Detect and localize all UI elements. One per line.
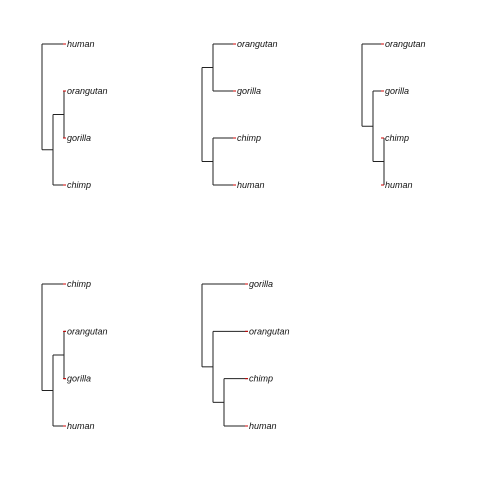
tree-panel: orangutan gorilla human chimp [41,279,108,431]
tip-label: chimp [67,279,91,289]
tip-label: gorilla [237,86,261,96]
tip-label: human [67,421,95,431]
tip-label: orangutan [67,86,108,96]
tip-label: orangutan [385,39,426,49]
tip-label: orangutan [249,326,290,336]
tip-label: orangutan [67,326,108,336]
tip-label: chimp [237,133,261,143]
tip-label: orangutan [237,39,278,49]
tip-label: gorilla [249,279,273,289]
tip-label: gorilla [67,374,91,384]
tip-label: human [385,180,413,190]
tip-label: chimp [385,133,409,143]
tip-label: human [237,180,265,190]
tip-label: gorilla [385,86,409,96]
tree-panel: chimp human gorilla orangutan [361,39,426,190]
tip-label: human [67,39,95,49]
tree-panel: orangutan gorilla chimp human [201,39,278,190]
tree-panel: orangutan gorilla chimp human [41,39,108,190]
tip-label: human [249,421,277,431]
tip-label: gorilla [67,133,91,143]
tip-label: chimp [67,180,91,190]
tip-label: chimp [249,374,273,384]
tree-panel: chimp human orangutan gorilla [201,279,290,431]
